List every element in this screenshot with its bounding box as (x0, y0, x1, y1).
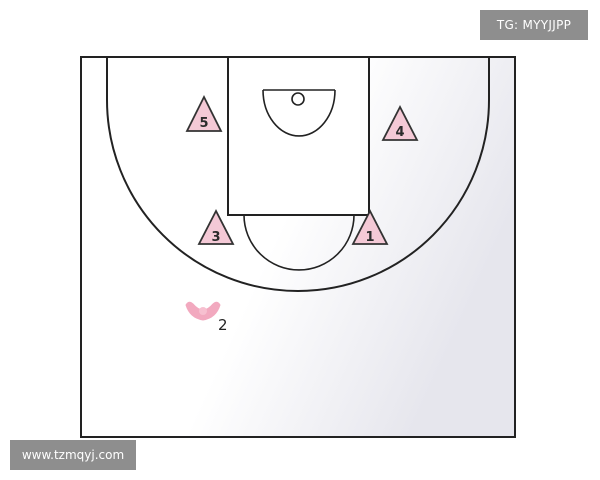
watermark-bottom: www.tzmqyj.com (10, 440, 136, 470)
free-throw-circle (243, 214, 355, 271)
player-1-label: 1 (365, 230, 374, 245)
player-4-marker: 4 (381, 105, 419, 141)
restricted-area-arc (262, 89, 336, 137)
rim (291, 92, 305, 106)
player-3-label: 3 (211, 230, 220, 245)
court-boundary (80, 56, 516, 438)
player-1-marker: 1 (351, 209, 389, 245)
watermark-top: TG: MYYJJPP (480, 10, 588, 40)
player-3-marker: 3 (197, 209, 235, 245)
player-5-marker: 5 (185, 94, 223, 132)
hands-icon (185, 301, 221, 321)
player-4-label: 4 (395, 125, 404, 140)
player-2-label: 2 (218, 316, 228, 334)
three-point-line (106, 57, 490, 292)
player-5-label: 5 (199, 116, 208, 131)
